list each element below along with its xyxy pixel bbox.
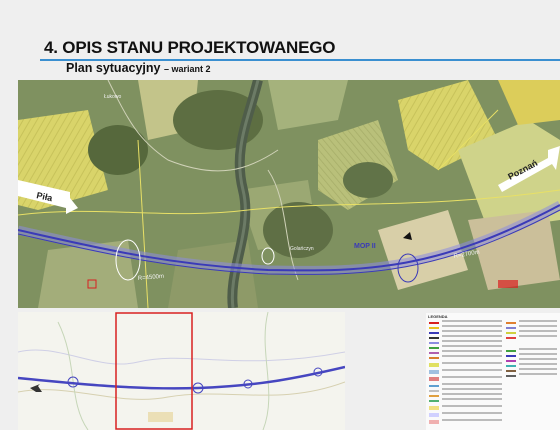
field (458, 120, 560, 230)
overview-node (243, 379, 253, 389)
overview-road (18, 381, 345, 400)
overview-road (57, 321, 89, 430)
label-village-top: Łukowo (104, 94, 121, 100)
boundary-line (437, 109, 499, 171)
interchange (115, 239, 141, 281)
label-radius-right: R=2700m (453, 250, 480, 260)
field (498, 80, 560, 125)
overview-node (313, 367, 323, 377)
slide-subtitle: Plan sytuacyjny – wariant 2 (66, 61, 211, 75)
interchange (261, 247, 275, 265)
slide-title: 4. OPIS STANU PROJEKTOWANEGO (44, 38, 336, 57)
title-underline (40, 59, 560, 61)
label-mop: MOP II (354, 243, 376, 250)
aerial-map-svg: Piła Poznań R=4500m R=2700m MOP II Łukow… (18, 80, 560, 308)
overview-road (262, 312, 270, 430)
aerial-map: Piła Poznań R=4500m R=2700m MOP II Łukow… (18, 80, 560, 308)
forest (263, 202, 333, 258)
direction-arrow-poznan (498, 146, 560, 192)
label-village-center: Golańczyn (290, 246, 314, 252)
overview-expressway (18, 365, 345, 390)
forest (343, 162, 393, 198)
boundary-line (18, 189, 560, 216)
label-radius-left: R=4500m (138, 274, 165, 282)
map-legend: LEGENDA (426, 313, 560, 430)
overview-node (192, 382, 204, 394)
river-highlight (230, 80, 260, 308)
field (268, 80, 348, 130)
field (378, 210, 468, 290)
overview-bg (18, 312, 345, 430)
overview-area (148, 412, 173, 422)
subtitle-text: Plan sytuacyjny (66, 61, 161, 75)
overview-map (18, 312, 345, 430)
interchange (397, 253, 419, 283)
field (18, 110, 108, 210)
forest (88, 125, 148, 175)
subtitle-variant: – wariant 2 (163, 64, 211, 74)
direction-arrow-pila (18, 180, 78, 214)
marker (87, 279, 97, 289)
overview-node (67, 376, 79, 388)
overview-road (18, 349, 345, 365)
overview-highlight-frame (115, 312, 193, 430)
label-pila: Piła (36, 190, 55, 203)
point-marker (403, 232, 412, 240)
expressway-axis (18, 204, 560, 272)
overview-arrow (30, 384, 42, 392)
legend-title: LEGENDA (428, 314, 448, 319)
local-road (107, 80, 279, 172)
expressway-edge (18, 209, 560, 275)
overview-map-svg (18, 312, 345, 430)
field (38, 240, 138, 308)
marker (498, 280, 518, 288)
boundary-line (137, 139, 149, 308)
field (468, 210, 560, 290)
